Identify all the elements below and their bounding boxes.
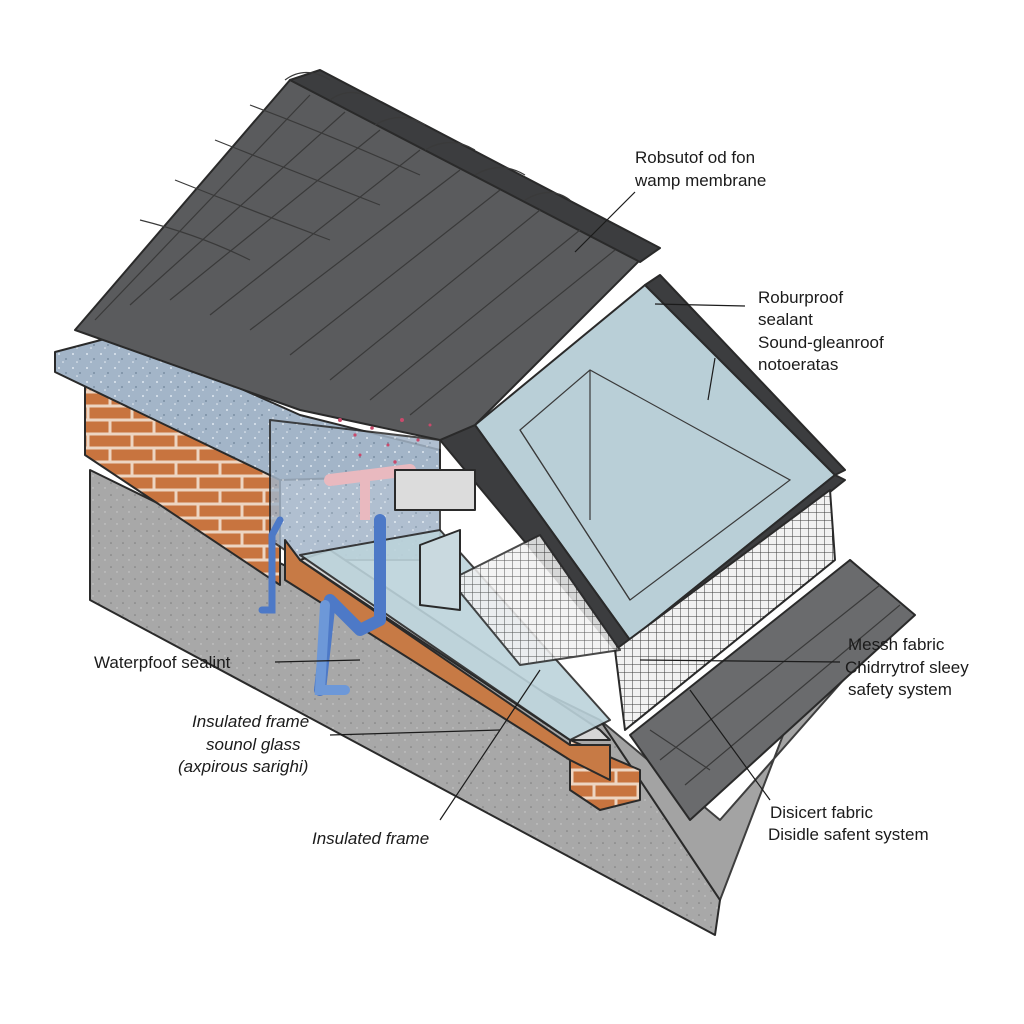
side-roof-panel	[629, 559, 916, 821]
label-discreet-line-1: Disicert fabric	[770, 803, 873, 822]
label-insulated-glass-line-3: (axpirous sarighi)	[178, 757, 308, 776]
label-insulated-glass-line-2: sounol glass	[206, 735, 301, 754]
label-discreet-line-2: Disidle safent system	[768, 825, 929, 844]
label-mesh-fabric: Messh fabric Chidrrytrof sleey safety sy…	[845, 635, 969, 699]
label-sealant-top-line-1: Roburproof	[758, 288, 843, 307]
air-particles	[338, 418, 432, 464]
drain-pipes	[258, 464, 476, 696]
label-insulated-frame: Insulated frame	[312, 829, 429, 848]
label-waterproof-sealant: Waterpfoof sealint	[94, 653, 231, 672]
label-sealant-top-line-2: sealant	[758, 310, 813, 329]
mesh-safety-fabric	[449, 489, 836, 731]
label-insulated-glass: Insulated frame sounol glass (axpirous s…	[178, 712, 309, 776]
label-sealant-top-line-4: notoeratas	[758, 355, 838, 374]
label-insulated-glass-line-1: Insulated frame	[192, 712, 309, 731]
leader-lines	[274, 191, 841, 821]
label-insulated-frame-text: Insulated frame	[312, 829, 429, 848]
vent-box	[394, 469, 476, 511]
label-mesh-line-1: Messh fabric	[848, 635, 945, 654]
label-membrane: Robsutof od fon wamp membrane	[634, 148, 766, 190]
label-discreet-fabric: Disicert fabric Disidle safent system	[768, 803, 929, 844]
label-membrane-line-2: wamp membrane	[634, 171, 766, 190]
label-mesh-line-2: Chidrrytrof sleey	[845, 658, 969, 677]
label-mesh-line-3: safety system	[848, 680, 952, 699]
label-sealant-top-line-3: Sound-gleanroof	[758, 333, 884, 352]
label-membrane-line-1: Robsutof od fon	[635, 148, 755, 167]
label-waterproof-sealant-text: Waterpfoof sealint	[94, 653, 231, 672]
tiled-roof	[74, 69, 661, 441]
label-sealant-top: Roburproof sealant Sound-gleanroof notoe…	[758, 288, 884, 374]
